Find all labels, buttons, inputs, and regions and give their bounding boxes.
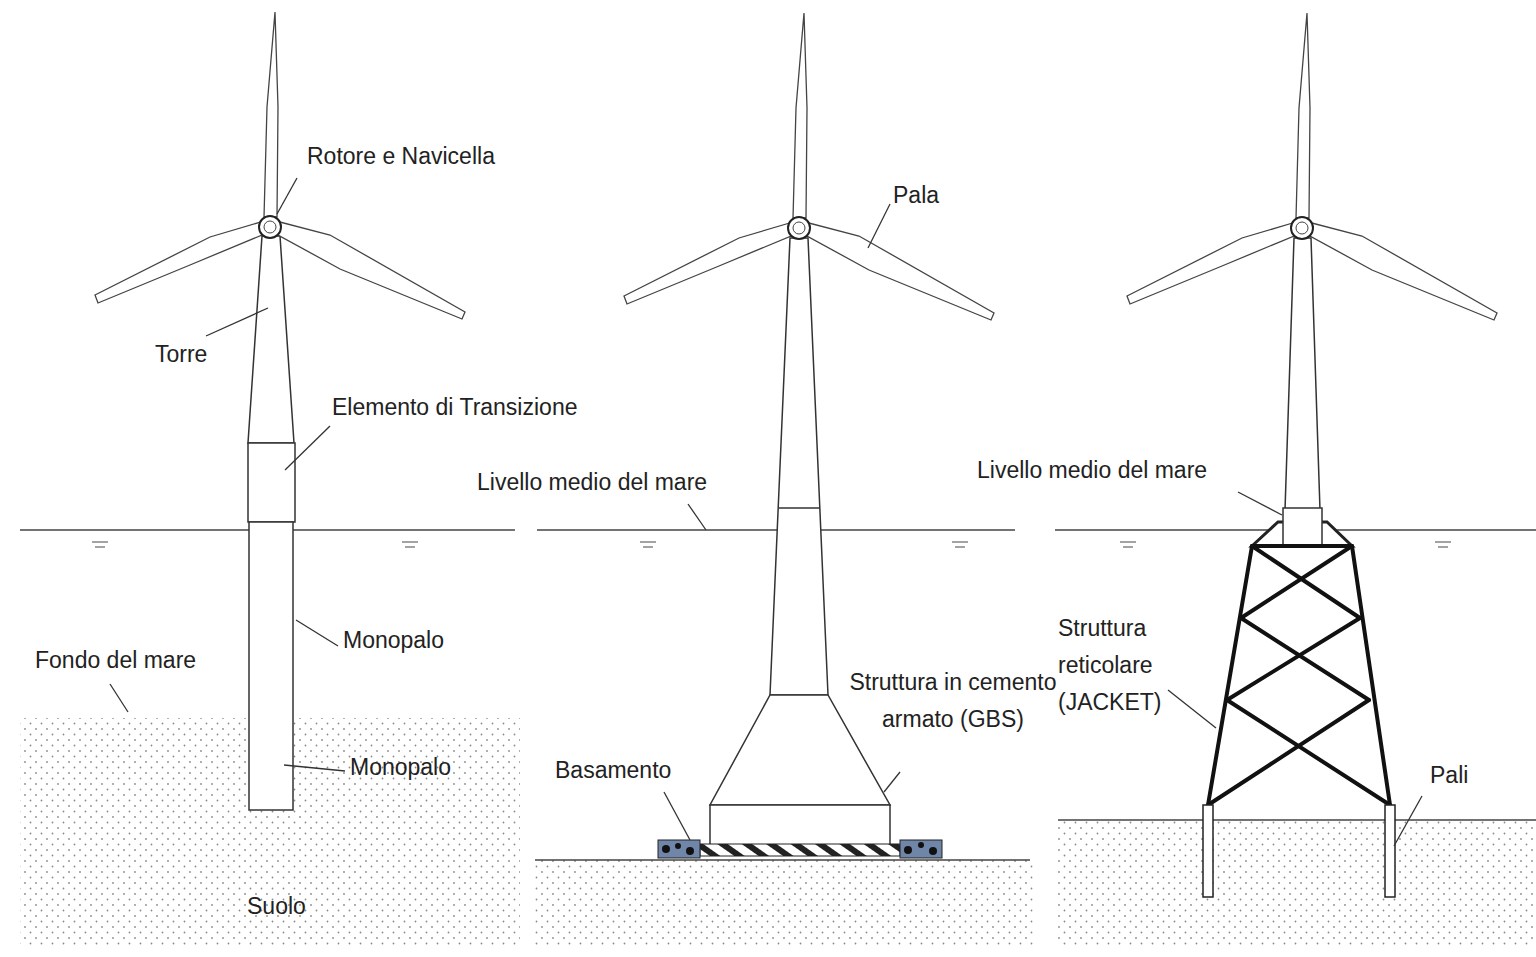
part-label: Basamento [555, 757, 671, 785]
part-label: Monopalo [343, 627, 444, 655]
part-label: Livello medio del mare [977, 457, 1207, 485]
part-label: Livello medio del mare [477, 469, 707, 497]
leader-lines [110, 178, 1422, 846]
part-label: Pala [893, 182, 939, 210]
part-label: Elemento di Transizione [332, 394, 577, 422]
monopile-turbine [20, 12, 520, 948]
part-label: Pali [1430, 762, 1468, 790]
part-label: Rotore e Navicella [307, 143, 495, 171]
part-label: Torre [155, 341, 207, 369]
part-label: Fondo del mare [35, 647, 196, 675]
part-label: Struttura in cemento armato (GBS) [848, 664, 1058, 738]
part-label: Monopalo [350, 754, 451, 782]
part-label: Suolo [247, 893, 306, 921]
part-label: Struttura reticolare (JACKET) [1058, 610, 1190, 720]
